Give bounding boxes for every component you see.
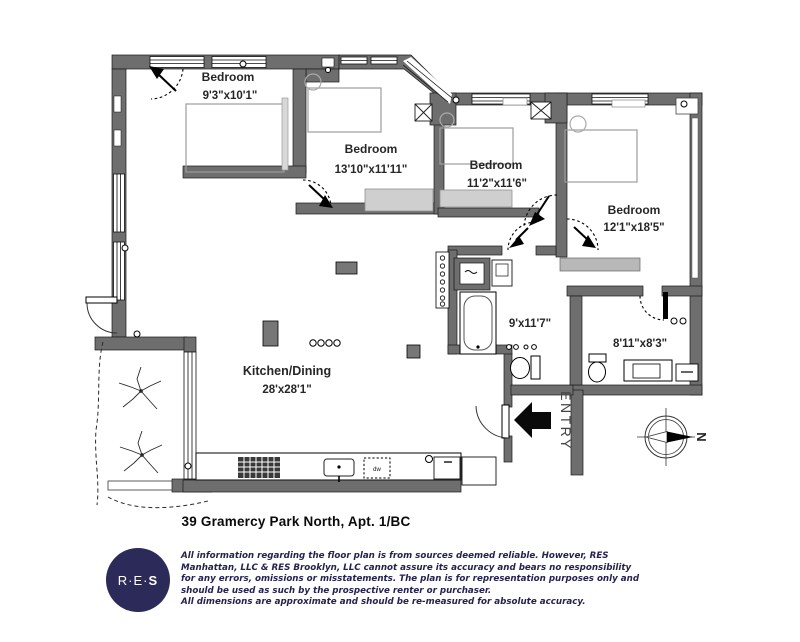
disclaimer-line: All information regarding the floor plan… bbox=[181, 551, 609, 561]
compass: N bbox=[637, 408, 709, 466]
room-dims-bedroom-4: 12'1"x18'5" bbox=[603, 222, 664, 234]
furniture: dw bbox=[185, 73, 699, 486]
disclaimer-line: for any errors, omissions or misstatemen… bbox=[181, 574, 640, 585]
room-labels: Bedroom 9'3"x10'1" Bedroom 13'10"x11'11"… bbox=[202, 70, 667, 396]
room-label-bedroom-2: Bedroom bbox=[345, 142, 398, 156]
logo-text-light: R·E· bbox=[117, 572, 149, 588]
towel-hooks bbox=[506, 344, 537, 350]
room-label-bedroom-1: Bedroom bbox=[202, 70, 255, 84]
bed-2 bbox=[307, 87, 382, 133]
disclaimer-line: Manhattan, LLC & RES Brooklyn, LLC canno… bbox=[181, 562, 632, 573]
door-bedroom-1 bbox=[149, 66, 184, 100]
door-bathroom-2 bbox=[639, 292, 687, 325]
tree-icon bbox=[118, 366, 162, 410]
kitchen-counter: dw bbox=[195, 452, 497, 486]
room-label-bedroom-3: Bedroom bbox=[470, 158, 523, 172]
sink-icon bbox=[323, 458, 355, 482]
door-terrace bbox=[85, 296, 118, 334]
res-logo: R·E·S bbox=[106, 548, 170, 612]
vanity-icon bbox=[623, 359, 673, 382]
wall-markers bbox=[121, 60, 688, 470]
door-entry bbox=[475, 404, 510, 439]
bed-3 bbox=[439, 127, 514, 165]
terrace-edge bbox=[95, 341, 104, 506]
doors bbox=[85, 66, 687, 439]
compass-needle-icon bbox=[667, 431, 693, 443]
bathroom-1-fixtures bbox=[453, 257, 541, 380]
door-hall bbox=[507, 221, 537, 251]
dishwasher-label: dw bbox=[373, 467, 381, 473]
terrace-shrubs bbox=[107, 496, 209, 509]
bathroom-2-fixtures bbox=[588, 353, 699, 383]
room-label-kitchen: Kitchen/Dining bbox=[243, 364, 331, 378]
door-bedroom-4 bbox=[566, 218, 599, 251]
logo-text-bold: S bbox=[148, 572, 159, 588]
bed-1 bbox=[185, 103, 285, 173]
disclaimer-line: All dimensions are approximate and shoul… bbox=[181, 597, 586, 608]
room-dims-kitchen: 28'x28'1" bbox=[262, 384, 311, 396]
room-dims-bedroom-1: 9'3"x10'1" bbox=[203, 90, 258, 102]
pendant-dots bbox=[309, 339, 341, 347]
radiator bbox=[435, 251, 450, 309]
windows bbox=[113, 56, 699, 480]
room-dims-bedroom-2: 13'10"x11'11" bbox=[335, 164, 408, 176]
entry-arrow-icon bbox=[514, 402, 551, 438]
entry: ENTRY bbox=[514, 391, 574, 451]
tree-icon bbox=[119, 430, 163, 474]
room-dims-bathroom-2: 8'11"x8'3" bbox=[613, 338, 667, 350]
dishwasher-icon: dw bbox=[363, 457, 391, 479]
door-bedroom-2 bbox=[302, 179, 333, 208]
disclaimer: All information regarding the floor plan… bbox=[181, 551, 640, 609]
page-title: 39 Gramercy Park North, Apt. 1/BC bbox=[181, 514, 411, 529]
terrace bbox=[95, 341, 209, 509]
bed-4 bbox=[564, 129, 638, 183]
door-bedroom-3 bbox=[523, 194, 558, 229]
columns bbox=[262, 261, 421, 359]
fixture-box-icon bbox=[414, 101, 552, 122]
room-label-bedroom-4: Bedroom bbox=[608, 203, 661, 217]
range-icon bbox=[238, 457, 280, 478]
bathtub-icon bbox=[459, 291, 497, 355]
room-dims-hall-bath: 9'x11'7" bbox=[509, 318, 551, 330]
disclaimer-line: should be used as such by the prospectiv… bbox=[181, 585, 492, 596]
entry-label: ENTRY bbox=[558, 391, 574, 451]
room-dims-bedroom-3: 11'2"x11'6" bbox=[467, 178, 527, 190]
compass-north-label: N bbox=[694, 432, 709, 441]
toilet-icon bbox=[510, 355, 541, 380]
toilet-2-icon bbox=[588, 353, 607, 383]
